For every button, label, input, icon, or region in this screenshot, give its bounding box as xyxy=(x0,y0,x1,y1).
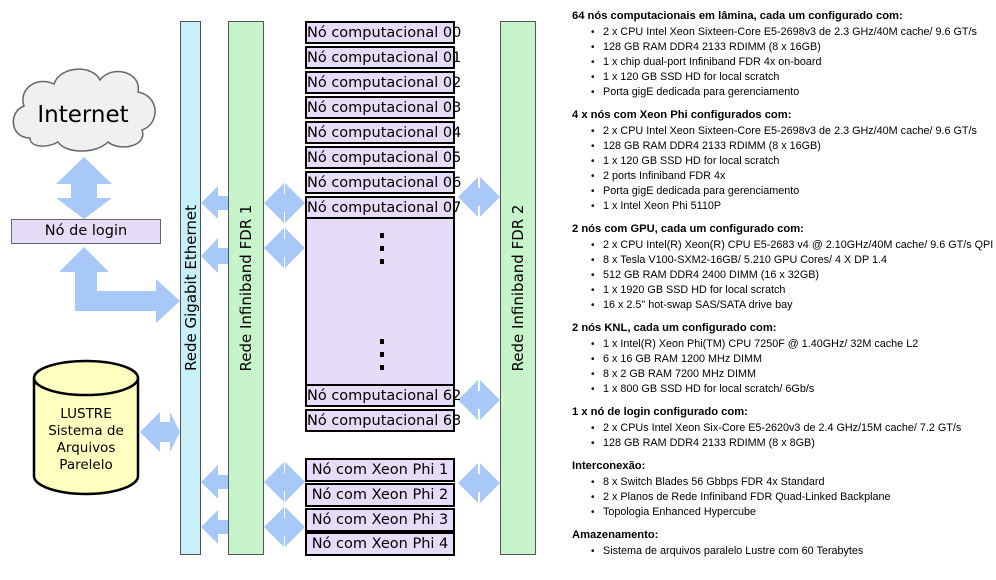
xeon-phi-node: Nó com Xeon Phi 2 xyxy=(305,483,455,507)
storage-cylinder xyxy=(32,359,140,496)
spec-item: Porta gigE dedicada para gerenciamento xyxy=(572,85,994,100)
spec-item: 1 x chip dual-port Infiniband FDR 4x on-… xyxy=(572,55,994,70)
internet-label: Internet xyxy=(37,102,129,128)
spec-item: 2 x Planos de Rede Infiniband FDR Quad-L… xyxy=(572,490,994,505)
architecture-diagram: Internet Nó de login LUSTRE Sistema de A… xyxy=(11,21,536,556)
arrow-eth-xeon-2 xyxy=(201,510,228,544)
spec-section-title: Interconexão: xyxy=(572,460,646,472)
spec-item: 1 x 120 GB SSD HD for local scratch xyxy=(572,154,994,169)
arrow-fdr1-xeon-1 xyxy=(264,462,305,502)
compute-node: Nó computacional 03 xyxy=(305,96,461,119)
spec-item: 128 GB RAM DDR4 2133 RDIMM (8 x 16GB) xyxy=(572,40,994,55)
arrow-xeon-fdr2 xyxy=(458,463,500,503)
spec-item: 2 x CPUs Intel Xeon Six-Core E5-2620v3 d… xyxy=(572,421,994,436)
spec-item: 128 GB RAM DDR4 2133 RDIMM (8 x 8GB) xyxy=(572,436,994,451)
spec-item: 2 x CPU Intel(R) Xeon(R) CPU E5-2683 v4 … xyxy=(572,238,994,253)
spec-section: 2 nós KNL, cada um configurado com: 1 x … xyxy=(572,321,994,397)
compute-node: Nó computacional 62 xyxy=(305,384,461,407)
spec-section: Amazenamento: Sistema de arquivos parale… xyxy=(572,528,994,559)
ellipsis-dot xyxy=(380,246,384,251)
arrow-fdr1-nodes-top xyxy=(264,183,305,223)
compute-node: Nó computacional 05 xyxy=(305,146,461,169)
spec-section-title: 64 nós computacionais em lâmina, cada um… xyxy=(572,10,903,22)
connection-arrows xyxy=(12,68,500,547)
spec-item: 8 x 2 GB RAM 7200 MHz DIMM xyxy=(572,367,994,382)
ellipsis-dot xyxy=(380,352,384,357)
ellipsis-dot xyxy=(380,233,384,238)
spec-section-title: Amazenamento: xyxy=(572,529,659,541)
spec-list: 64 nós computacionais em lâmina, cada um… xyxy=(572,9,994,559)
arrow-eth-fdr1-top xyxy=(201,186,228,219)
ethernet-network-bar: Rede Gigabit Ethernet xyxy=(180,21,201,555)
spec-section-title: 2 nós com GPU, cada um configurado com: xyxy=(572,223,804,235)
arrow-eth-xeon-1 xyxy=(201,465,228,499)
spec-section: 4 x nós com Xeon Phi configurados com: 2… xyxy=(572,108,994,214)
compute-node: Nó computacional 00 xyxy=(305,21,461,44)
spec-section: 1 x nó de login configurado com: 2 x CPU… xyxy=(572,405,994,451)
spec-section-title: 4 x nós com Xeon Phi configurados com: xyxy=(572,109,792,121)
fdr1-network-label: Rede Infiniband FDR 1 xyxy=(237,204,255,372)
spec-section: Interconexão: 8 x Switch Blades 56 Gbbps… xyxy=(572,459,994,520)
ethernet-network-label: Rede Gigabit Ethernet xyxy=(181,205,200,371)
compute-node: Nó computacional 07 xyxy=(305,196,461,219)
spec-item: Topologia Enhanced Hypercube xyxy=(572,505,994,520)
spec-item: 2 x CPU Intel Xeon Sixteen-Core E5-2698v… xyxy=(572,25,994,40)
spec-section: 2 nós com GPU, cada um configurado com: … xyxy=(572,222,994,313)
ellipsis-dot xyxy=(380,339,384,344)
fdr1-network-bar: Rede Infiniband FDR 1 xyxy=(228,21,264,555)
xeon-phi-node: Nó com Xeon Phi 4 xyxy=(305,532,455,556)
compute-node: Nó computacional 01 xyxy=(305,46,461,69)
spec-item: 128 GB RAM DDR4 2133 RDIMM (8 x 16GB) xyxy=(572,139,994,154)
spec-item: 8 x Switch Blades 56 Gbbps FDR 4x Standa… xyxy=(572,475,994,490)
internet-cloud xyxy=(12,68,156,152)
spec-item: 2 ports Infiniband FDR 4x xyxy=(572,169,994,184)
arrow-login-ethernet xyxy=(59,247,180,323)
spec-item: 512 GB RAM DDR4 2400 DIMM (16 x 32GB) xyxy=(572,268,994,283)
spec-item: 2 x CPU Intel Xeon Sixteen-Core E5-2698v… xyxy=(572,124,994,139)
arrow-internet-login xyxy=(56,157,112,219)
fdr2-network-bar: Rede Infiniband FDR 2 xyxy=(500,21,536,555)
arrow-nodes-fdr2-top xyxy=(458,177,500,217)
compute-node: Nó computacional 63 xyxy=(305,409,461,432)
spec-item: Porta gigE dedicada para gerenciamento xyxy=(572,184,994,199)
spec-item: 1 x 1920 GB SSD HD for local scratch xyxy=(572,283,994,298)
spec-section: 64 nós computacionais em lâmina, cada um… xyxy=(572,9,994,100)
spec-item: 16 x 2.5" hot-swap SAS/SATA drive bay xyxy=(572,298,994,313)
compute-node: Nó computacional 02 xyxy=(305,71,461,94)
compute-node: Nó computacional 06 xyxy=(305,171,461,194)
spec-item: 1 x 120 GB SSD HD for local scratch xyxy=(572,70,994,85)
fdr2-network-label: Rede Infiniband FDR 2 xyxy=(509,204,527,372)
spec-section-title: 2 nós KNL, cada um configurado com: xyxy=(572,322,777,334)
xeon-phi-node: Nó com Xeon Phi 1 xyxy=(305,458,455,482)
compute-node: Nó computacional 04 xyxy=(305,121,461,144)
ellipsis-dot xyxy=(380,259,384,264)
arrow-fdr1-xeon-2 xyxy=(264,507,305,547)
storage-label: LUSTRE Sistema de Arquivos Parelelo xyxy=(48,406,124,473)
spec-item: Sistema de arquivos paralelo Lustre com … xyxy=(572,544,994,559)
spec-section-title: 1 x nó de login configurado com: xyxy=(572,406,748,418)
login-node: Nó de login xyxy=(11,219,161,244)
arrow-nodes-fdr2-mid xyxy=(458,380,500,420)
spec-item: 1 x Intel Xeon Phi 5110P xyxy=(572,199,994,214)
arrow-storage-ethernet xyxy=(140,412,180,452)
arrow-fdr1-nodes-bottom xyxy=(264,228,305,268)
arrow-eth-fdr1-bottom xyxy=(201,238,228,273)
compute-node-ellipsis xyxy=(305,219,455,385)
spec-item: 1 x 800 GB SSD HD for local scratch/ 6Gb… xyxy=(572,382,994,397)
spec-item: 6 x 16 GB RAM 1200 MHz DIMM xyxy=(572,352,994,367)
spec-item: 8 x Tesla V100-SXM2-16GB/ 5.210 GPU Core… xyxy=(572,253,994,268)
login-node-label: Nó de login xyxy=(44,223,128,239)
ellipsis-dot xyxy=(380,365,384,370)
spec-item: 1 x Intel(R) Xeon Phi(TM) CPU 7250F @ 1.… xyxy=(572,337,994,352)
xeon-phi-node: Nó com Xeon Phi 3 xyxy=(305,508,455,532)
